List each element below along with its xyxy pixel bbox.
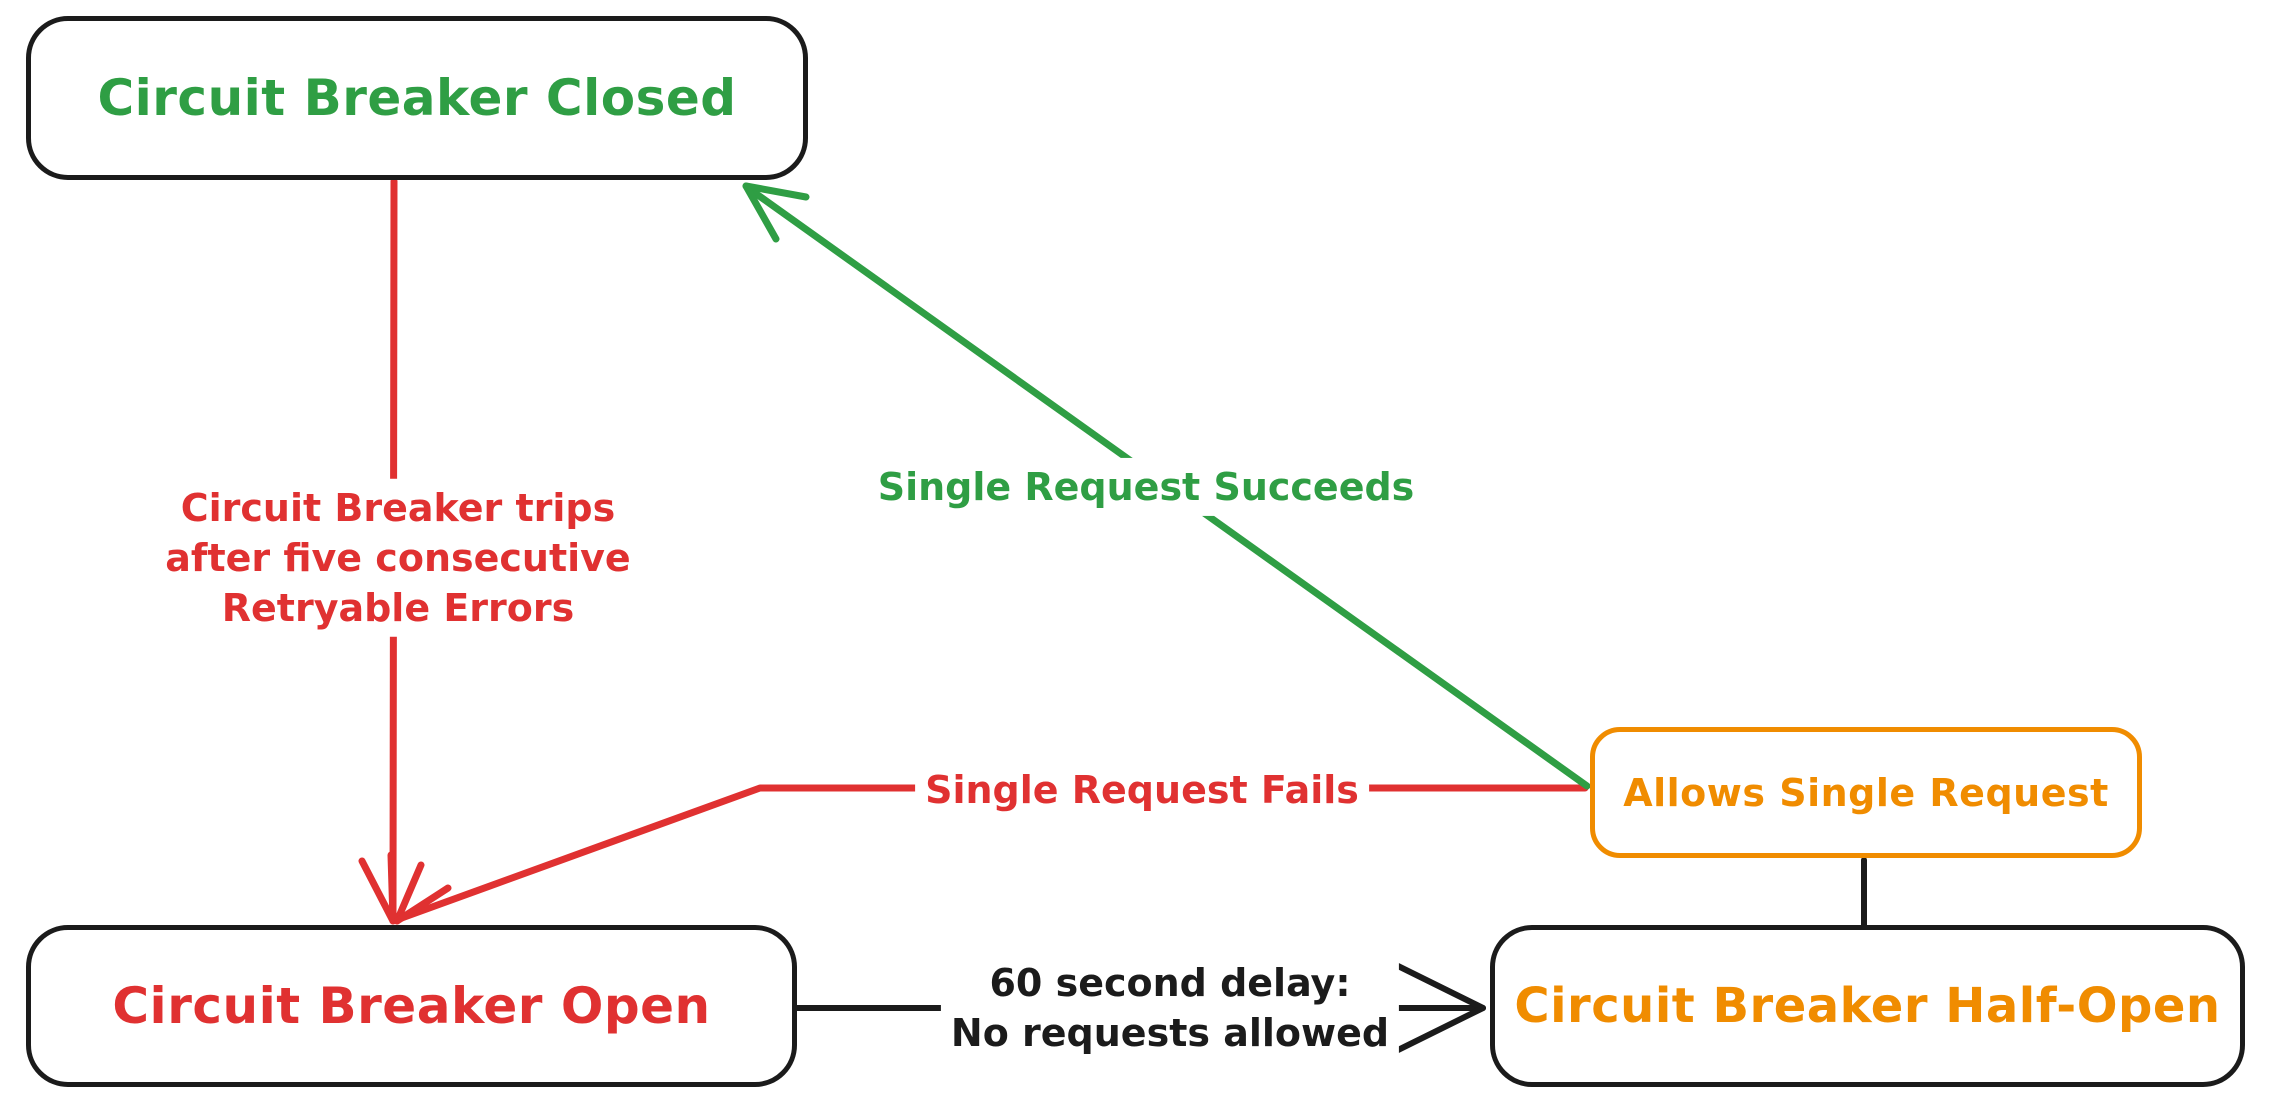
state-open-label: Circuit Breaker Open xyxy=(112,977,711,1035)
edge-label-trips: Circuit Breaker trips after five consecu… xyxy=(155,478,641,638)
state-half-open-box: Circuit Breaker Half-Open xyxy=(1490,925,2245,1087)
allows-single-request-box: Allows Single Request xyxy=(1590,727,2142,858)
edge-label-trips-line2: after five consecutive xyxy=(165,535,631,580)
state-closed-label: Circuit Breaker Closed xyxy=(97,69,737,127)
edge-label-delay-line2: No requests allowed xyxy=(950,1011,1390,1055)
allows-single-request-label: Allows Single Request xyxy=(1623,770,2109,815)
edge-label-delay-line1: 60 second delay: xyxy=(989,960,1351,1005)
edge-label-fails: Single Request Fails xyxy=(915,760,1369,820)
state-half-open-label: Circuit Breaker Half-Open xyxy=(1514,978,2221,1034)
edge-label-succeeds: Single Request Succeeds xyxy=(867,457,1425,517)
edge-label-delay: 60 second delay: No requests allowed xyxy=(940,953,1400,1063)
state-open-box: Circuit Breaker Open xyxy=(26,925,797,1087)
state-closed-box: Circuit Breaker Closed xyxy=(26,16,808,180)
edge-label-trips-line1: Circuit Breaker trips xyxy=(180,485,616,530)
edge-label-trips-line3: Retryable Errors xyxy=(221,586,575,631)
